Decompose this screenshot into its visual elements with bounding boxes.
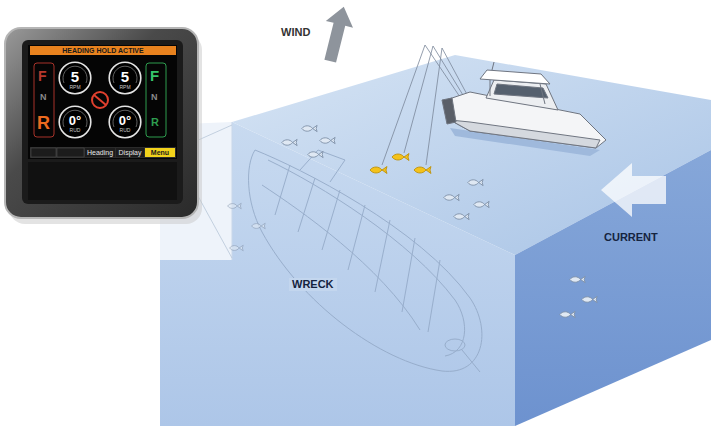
- rudder-gauge: 0°RUD: [108, 105, 142, 139]
- gauge-scale: [113, 66, 137, 83]
- gauge-rim: [59, 62, 91, 94]
- node-text: Display: [119, 149, 142, 156]
- display-shadow: [9, 34, 202, 224]
- boat-window: [494, 84, 548, 98]
- gear-letter: N: [40, 93, 47, 102]
- node-text: 0°: [69, 114, 81, 127]
- display-frame: [22, 40, 183, 204]
- node-subtext: RPM: [119, 85, 130, 90]
- gauge-rim: [59, 106, 91, 138]
- gear-letter: F: [150, 68, 159, 83]
- node-text: 5: [71, 69, 79, 84]
- block-right-face: [515, 150, 711, 426]
- node-text: Menu: [151, 149, 169, 156]
- gear-letter: F: [38, 69, 47, 83]
- softkey-selected: Menu: [145, 148, 175, 157]
- current-arrow: [601, 163, 666, 217]
- rpm-gauge: 5RPM: [108, 61, 142, 95]
- rpm-gauge: 5RPM: [58, 61, 92, 95]
- softkey: Heading: [85, 148, 115, 157]
- display-screen: [28, 45, 177, 159]
- gauge-rim: [109, 106, 141, 138]
- wind-arrow: [317, 3, 358, 64]
- gauge-scale: [113, 110, 137, 127]
- softkey-blank: [57, 148, 84, 157]
- hold-icon: [92, 92, 108, 108]
- right-gear-frame: [146, 63, 166, 137]
- target-fish: [370, 154, 431, 174]
- display-device: [5, 28, 202, 224]
- gear-letter: N: [151, 93, 158, 102]
- wreck-outline: [249, 150, 482, 372]
- node-subtext: RUD: [70, 128, 81, 133]
- hold-icon-slash: [94, 95, 106, 105]
- gauge-rim: [109, 62, 141, 94]
- status-band: HEADING HOLD ACTIVE: [30, 46, 176, 55]
- boat: [442, 62, 606, 156]
- gear-letter: R: [151, 117, 159, 128]
- boat-cabin: [486, 80, 558, 110]
- softkey-bar: [30, 147, 176, 158]
- node-subtext: RPM: [69, 85, 80, 90]
- gauge-scale: [63, 66, 87, 83]
- display-lower: [28, 162, 177, 200]
- node-subtext: RUD: [120, 128, 131, 133]
- wind-label: WIND: [281, 27, 310, 38]
- softkey: Display: [116, 148, 144, 157]
- outboard-motor: [442, 98, 456, 124]
- current-label: CURRENT: [604, 232, 658, 243]
- rudder-gauge: 0°RUD: [58, 105, 92, 139]
- boat-hull-side: [450, 120, 600, 148]
- display-bezel: [5, 28, 198, 218]
- node-text: 5: [121, 69, 129, 84]
- block-edge: [232, 122, 233, 260]
- gear-letter: R: [37, 114, 50, 132]
- water-block: [160, 55, 711, 426]
- gauge-scale: [63, 110, 87, 127]
- node-text: HEADING HOLD ACTIVE: [62, 47, 143, 54]
- fish-school: [228, 125, 597, 317]
- softkey-blank: [31, 148, 56, 157]
- left-gear-frame: [34, 63, 54, 137]
- node-text: 0°: [119, 114, 131, 127]
- wreck-label: WRECK: [289, 278, 337, 291]
- node-text: Heading: [87, 149, 113, 156]
